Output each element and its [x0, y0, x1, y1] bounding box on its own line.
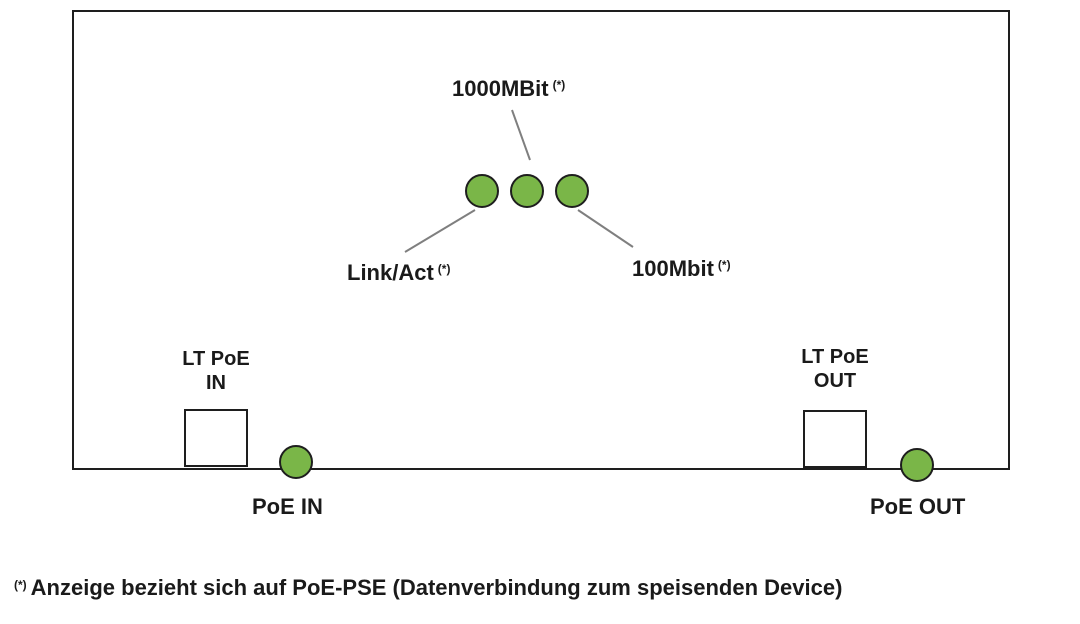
label-link-act: Link/Act(*): [347, 260, 450, 286]
footnote: (*)Anzeige bezieht sich auf PoE-PSE (Dat…: [14, 574, 842, 602]
label-100mbit-text: 100Mbit: [632, 256, 714, 281]
footnote-mark: (*): [14, 578, 27, 592]
lt-poe-in-label-line2: IN: [206, 372, 226, 394]
lt-poe-in-port: [184, 409, 248, 467]
label-100mbit-footnote-mark: (*): [717, 258, 731, 272]
lt-poe-in-label-line1: LT PoE: [182, 348, 250, 370]
1000mbit-led: [510, 174, 544, 208]
lt-poe-out-label-line1: LT PoE: [801, 346, 869, 368]
poe-out-led: [900, 448, 934, 482]
lt-poe-out-label-line2: OUT: [813, 370, 857, 392]
label-poe-out: PoE OUT: [870, 494, 966, 519]
100mbit-led: [555, 174, 589, 208]
label-1000mbit-footnote-mark: (*): [552, 78, 566, 92]
footnote-text: Anzeige bezieht sich auf PoE-PSE (Datenv…: [30, 575, 843, 600]
lt-poe-out-port: [803, 410, 867, 468]
device-front-panel: [72, 10, 1010, 470]
label-poe-in: PoE IN: [252, 494, 323, 519]
label-100mbit: 100Mbit(*): [632, 256, 731, 282]
label-1000mbit-text: 1000MBit: [452, 76, 549, 101]
poe-in-led: [279, 445, 313, 479]
link-act-led: [465, 174, 499, 208]
label-1000mbit: 1000MBit(*): [452, 76, 565, 102]
label-link-act-footnote-mark: (*): [437, 262, 451, 276]
lt-poe-in-label: LT PoE IN: [146, 347, 286, 395]
label-link-act-text: Link/Act: [347, 260, 434, 285]
lt-poe-out-label: LT PoE OUT: [765, 345, 905, 393]
